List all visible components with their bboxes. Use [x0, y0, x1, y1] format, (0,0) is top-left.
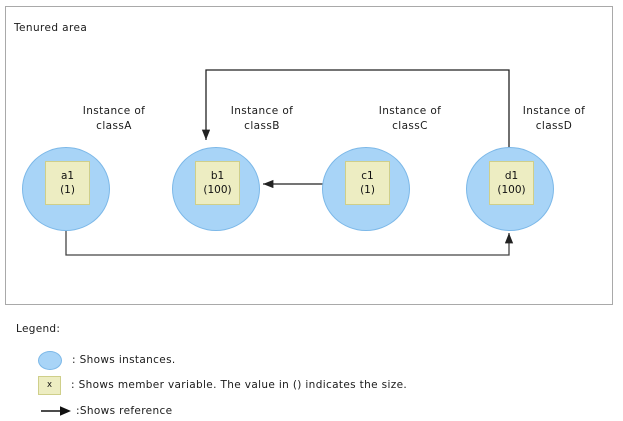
member-name-d1: d1 — [504, 169, 519, 182]
legend-reference-text: :Shows reference — [76, 405, 173, 417]
node-label-a1-line2: classA — [96, 120, 132, 133]
node-label-d1-line1: Instance of — [522, 105, 586, 117]
member-size-a1: (1) — [60, 184, 75, 196]
member-variable-icon: x — [38, 375, 61, 395]
node-label-d1: Instance of classD — [484, 104, 623, 134]
member-name-c1: c1 — [361, 169, 374, 182]
member-name-a1: a1 — [60, 169, 75, 182]
member-variable-icon-label: x — [46, 380, 53, 390]
legend-member-text: : Shows member variable. The value in ()… — [71, 379, 408, 391]
node-label-b1: Instance of classB — [192, 104, 332, 134]
tenured-area-title: Tenured area — [14, 22, 88, 34]
member-variable-d1: d1 (100) — [489, 161, 534, 205]
node-label-b1-line2: classB — [244, 120, 280, 133]
instance-node-b1[interactable]: b1 (100) — [172, 147, 260, 231]
node-label-b1-line1: Instance of — [230, 105, 294, 117]
node-label-d1-line2: classD — [535, 120, 573, 133]
legend-row-member: x : Shows member variable. The value in … — [38, 375, 407, 395]
member-size-b1: (100) — [203, 184, 232, 196]
node-label-c1-line1: Instance of — [378, 105, 442, 117]
legend-row-reference: :Shows reference — [38, 401, 172, 421]
member-size-d1: (100) — [497, 184, 526, 196]
legend: Legend: : Shows instances. x : Shows mem… — [0, 305, 623, 420]
node-label-c1: Instance of classC — [340, 104, 480, 134]
member-size-c1: (1) — [360, 184, 375, 196]
arrow-right-icon — [41, 406, 71, 416]
node-label-c1-line2: classC — [392, 120, 428, 133]
legend-title: Legend: — [16, 323, 61, 335]
legend-row-instance: : Shows instances. — [38, 350, 176, 370]
legend-instance-text: : Shows instances. — [72, 354, 176, 366]
instance-circle-icon — [38, 350, 62, 370]
member-variable-c1: c1 (1) — [345, 161, 390, 205]
instance-node-a1[interactable]: a1 (1) — [22, 147, 110, 231]
member-variable-b1: b1 (100) — [195, 161, 240, 205]
instance-node-c1[interactable]: c1 (1) — [322, 147, 410, 231]
instance-node-d1[interactable]: d1 (100) — [466, 147, 554, 231]
member-variable-a1: a1 (1) — [45, 161, 90, 205]
node-label-a1: Instance of classA — [44, 104, 184, 134]
member-name-b1: b1 — [210, 169, 225, 182]
node-label-a1-line1: Instance of — [82, 105, 146, 117]
